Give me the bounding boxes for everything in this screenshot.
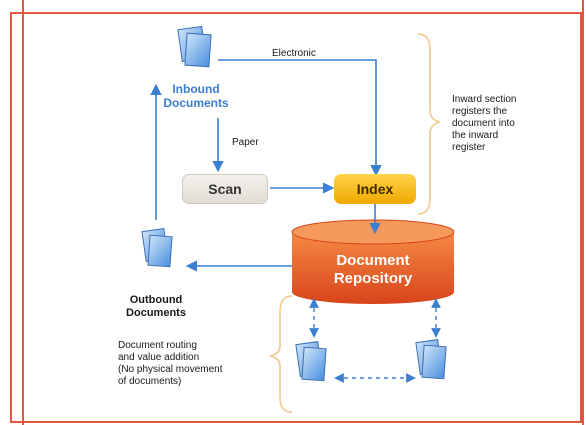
- routing-note-line-2: and value addition: [118, 352, 200, 363]
- inbound-line2: Documents: [163, 96, 229, 110]
- electronic-label: Electronic: [272, 48, 316, 59]
- index-box: Index: [334, 174, 416, 204]
- document-repository-cylinder: [291, 219, 455, 304]
- outbound-document-icon: [141, 228, 173, 268]
- frame-outer-border: [10, 12, 582, 423]
- inward-note-line-5: register: [452, 142, 486, 153]
- inbound-document-icon: [177, 25, 212, 68]
- outbound-line1: Outbound: [129, 294, 183, 306]
- routing-document-left-icon: [295, 341, 327, 382]
- routing-note-line-4: of documents): [118, 376, 182, 387]
- routing-note-line-3: (No physical movement: [118, 364, 223, 375]
- scan-label: Scan: [208, 181, 242, 197]
- routing-bracket: [269, 295, 293, 413]
- inward-note-line-2: registers the: [452, 106, 508, 117]
- repository-label: Document Repository: [300, 252, 446, 288]
- routing-document-right-icon: [415, 339, 447, 380]
- scan-box: Scan: [182, 174, 268, 204]
- inbound-documents-label: Inbound Documents: [156, 82, 236, 110]
- index-label: Index: [356, 181, 394, 197]
- electronic-arrow: [218, 59, 382, 177]
- routing-note: Document routing and value addition (No …: [118, 340, 268, 388]
- inward-note-line-3: document into: [452, 118, 515, 129]
- routing-note-line-1: Document routing: [118, 340, 197, 351]
- repository-label-line2: Repository: [333, 270, 413, 287]
- outbound-line2: Documents: [126, 307, 186, 319]
- inward-section-bracket: [417, 33, 441, 215]
- repository-label-line1: Document: [336, 252, 410, 269]
- inward-section-note: Inward section registers the document in…: [452, 94, 562, 154]
- inward-note-line-1: Inward section: [452, 94, 517, 105]
- inward-note-line-4: the inward: [452, 130, 499, 141]
- paper-label: Paper: [232, 137, 259, 148]
- frame-inner-border: [22, 0, 584, 425]
- outbound-documents-label: Outbound Documents: [116, 294, 196, 320]
- inbound-line1: Inbound: [172, 82, 220, 96]
